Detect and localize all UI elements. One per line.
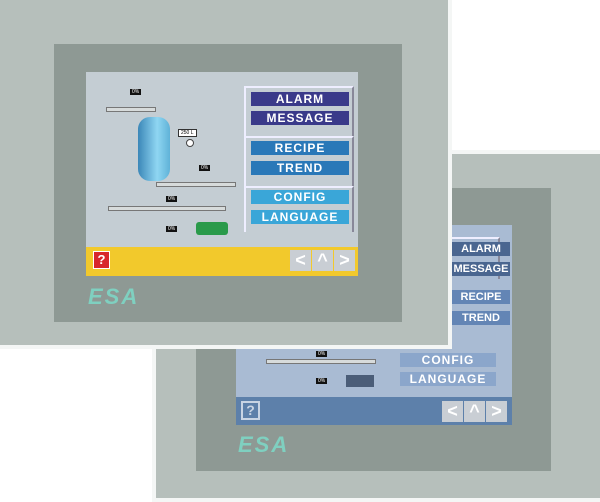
language-button[interactable]: LANGUAGE xyxy=(251,210,349,224)
message-button[interactable]: MESSAGE xyxy=(251,111,349,125)
group-alarm xyxy=(244,86,354,136)
back-tag: 0% xyxy=(316,351,328,357)
prev-button[interactable]: < xyxy=(290,250,311,271)
pump-icon xyxy=(196,222,228,235)
back-alarm-button[interactable]: ALARM xyxy=(452,242,510,256)
front-screen: 0% 250 L 0% 0% 0% ALARM MESSAGE RECIPE T… xyxy=(86,72,358,276)
back-next-button[interactable]: > xyxy=(486,401,507,422)
back-trend-button[interactable]: TREND xyxy=(452,311,510,325)
trend-button[interactable]: TREND xyxy=(251,161,349,175)
back-recipe-button[interactable]: RECIPE xyxy=(452,290,510,304)
valve2-tag: 0% xyxy=(166,196,178,202)
up-button[interactable]: ^ xyxy=(312,250,333,271)
back-logo: ESA xyxy=(238,432,290,457)
outlet-pipe xyxy=(156,182,236,187)
group-config xyxy=(244,186,354,232)
back-tag: 0% xyxy=(316,378,328,384)
lower-pipe xyxy=(108,206,226,211)
back-help-button[interactable]: ? xyxy=(241,401,260,420)
gauge-icon xyxy=(186,139,194,147)
inlet-pipe xyxy=(106,107,156,112)
volume-tag: 250 L xyxy=(178,129,197,137)
valve-tag: 0% xyxy=(199,165,211,171)
next-button[interactable]: > xyxy=(334,250,355,271)
config-button[interactable]: CONFIG xyxy=(251,190,349,204)
back-pipe xyxy=(266,359,376,364)
recipe-button[interactable]: RECIPE xyxy=(251,141,349,155)
tank-icon xyxy=(138,117,170,181)
alarm-button[interactable]: ALARM xyxy=(251,92,349,106)
back-language-button[interactable]: LANGUAGE xyxy=(400,372,496,386)
group-recipe xyxy=(244,136,354,186)
back-up-button[interactable]: ^ xyxy=(464,401,485,422)
pump-tag: 0% xyxy=(166,226,178,232)
level-tag: 0% xyxy=(130,89,142,95)
front-logo: ESA xyxy=(88,284,140,309)
back-prev-button[interactable]: < xyxy=(442,401,463,422)
back-config-button[interactable]: CONFIG xyxy=(400,353,496,367)
help-button[interactable]: ? xyxy=(93,251,110,269)
back-pump-icon xyxy=(346,375,374,387)
back-message-button[interactable]: MESSAGE xyxy=(452,262,510,276)
